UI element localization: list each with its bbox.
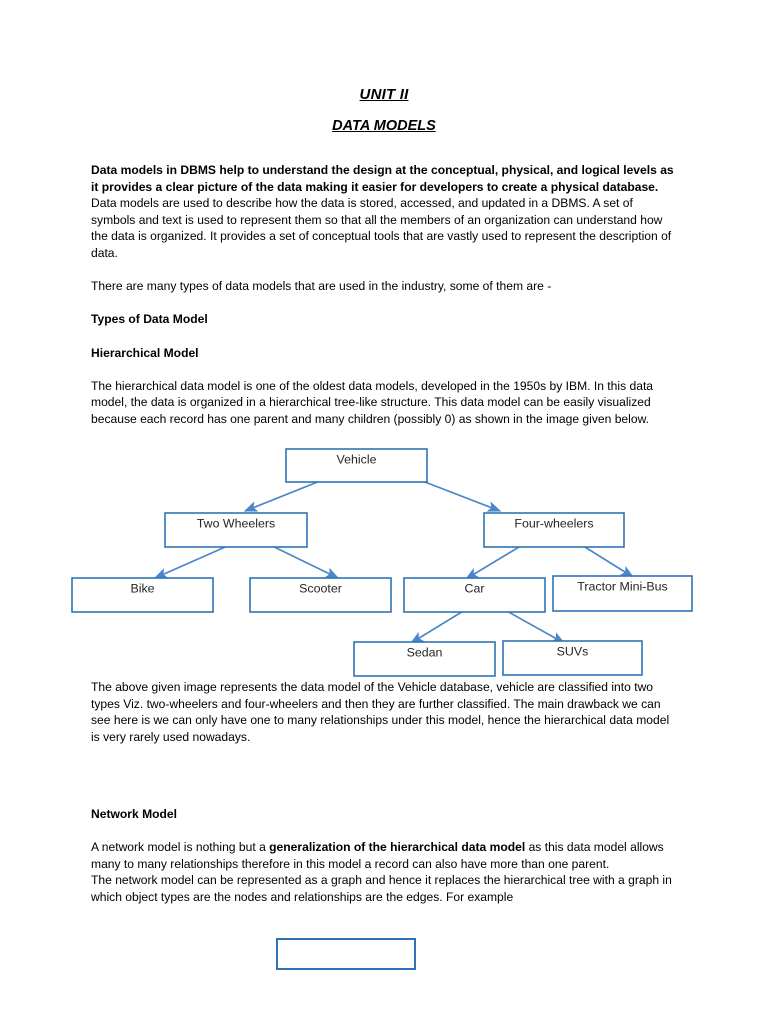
diagram-edge-car-to-suvs (504, 609, 566, 644)
diagram-node-car: Car (403, 577, 546, 613)
diagram-node-four-wheelers: Four-wheelers (483, 512, 625, 548)
network-model-section: Network Model A network model is nothing… (91, 806, 677, 906)
diagram-node-box-vehicle (285, 448, 428, 483)
diagram-node-box-bike (71, 577, 214, 613)
diagram-node-box-car (403, 577, 546, 613)
page-title: UNIT II (359, 86, 409, 103)
diagram-node-label-two-wheelers: Two Wheelers (197, 517, 276, 531)
diagram-node-box-suvs (502, 640, 643, 676)
diagram-node-bike: Bike (71, 577, 214, 613)
network-body-paragraph-2: The network model can be represented as … (91, 873, 672, 904)
hierarchical-body-paragraph: The hierarchical data model is one of th… (91, 378, 654, 426)
heading-hierarchical-model: Hierarchical Model (91, 345, 199, 360)
diagram-node-suvs: SUVs (502, 640, 643, 676)
diagram-edge-two-wheelers-to-bike (153, 543, 233, 579)
diagram-node-label-car: Car (465, 582, 485, 596)
types-lead-paragraph: There are many types of data models that… (91, 279, 552, 294)
heading-types-of-data-model: Types of Data Model (91, 312, 208, 327)
heading-network-model: Network Model (91, 807, 178, 821)
diagram-node-scooter: Scooter (249, 577, 392, 613)
diagram-edge-two-wheelers-to-scooter (267, 543, 340, 579)
post-diagram-text: The above given image represents the dat… (91, 679, 677, 745)
diagram-node-two-wheelers: Two Wheelers (164, 512, 308, 548)
diagram-edges (153, 476, 635, 644)
diagram-node-box-two-wheelers (164, 512, 308, 548)
intro-bold-paragraph: Data models in DBMS help to understand t… (91, 163, 674, 194)
intro-body-paragraph: Data models are used to describe how the… (91, 196, 672, 260)
diagram-node-label-vehicle: Vehicle (337, 453, 377, 467)
diagram-edge-car-to-sedan (409, 609, 466, 644)
page-subtitle: DATA MODELS (332, 118, 436, 134)
diagram-node-label-scooter: Scooter (299, 582, 342, 596)
diagram-node-tractor-mini-bus: Tractor Mini-Bus (552, 575, 693, 612)
diagram-node-box-tractor-mini-bus (552, 575, 693, 612)
diagram-node-box-sedan (353, 641, 496, 677)
diagram-node-label-tractor-mini-bus: Tractor Mini-Bus (577, 580, 667, 594)
document-body: UNIT II DATA MODELS Data models in DBMS … (91, 0, 677, 428)
network-body-post: as this data model allows many to many r… (91, 840, 664, 871)
network-body-paragraph-1: A network model is nothing but a general… (91, 839, 677, 872)
network-model-empty-box (276, 938, 416, 970)
diagram-node-label-suvs: SUVs (557, 645, 589, 659)
diagram-node-sedan: Sedan (353, 641, 496, 677)
diagram-edge-four-wheelers-to-car (464, 543, 525, 580)
diagram-node-label-four-wheelers: Four-wheelers (514, 517, 593, 531)
after-diagram-paragraph: The above given image represents the dat… (91, 680, 670, 744)
diagram-node-box-four-wheelers (483, 512, 625, 548)
diagram-node-label-sedan: Sedan (407, 646, 443, 660)
network-body-pre: A network model is nothing but a (91, 840, 270, 855)
diagram-node-box-scooter (249, 577, 392, 613)
diagram-node-vehicle: Vehicle (285, 448, 428, 483)
diagram-node-label-bike: Bike (130, 582, 154, 596)
diagram-edge-four-wheelers-to-tractor-mini-bus (579, 543, 635, 578)
network-body-emphasis: generalization of the hierarchical data … (269, 840, 526, 855)
